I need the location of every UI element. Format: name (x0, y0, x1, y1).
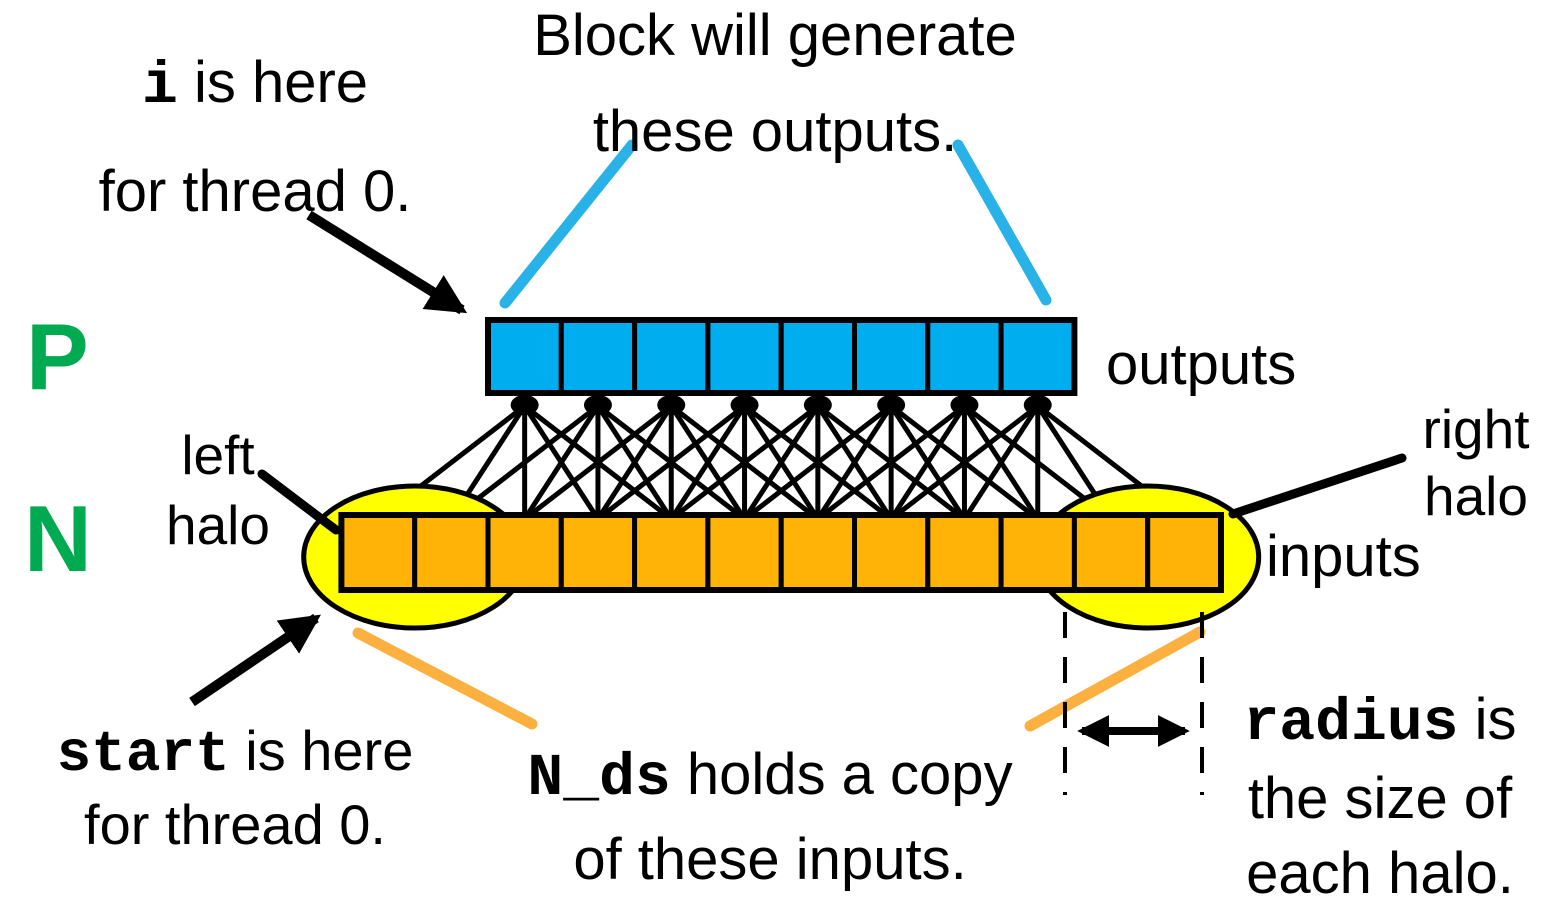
nds-note: N_ds holds a copy of these inputs. (470, 734, 1070, 901)
radius-note-line1: radius is (1243, 687, 1517, 757)
stencil-line-o3-i4 (669, 404, 747, 521)
stencil-line-o4-i4 (669, 404, 820, 521)
halo-input-cell-10 (1071, 512, 1151, 593)
nds-note-line2: of these inputs. (573, 827, 967, 892)
left-halo-pointer-line (257, 469, 341, 535)
nds-callout-line-left (352, 627, 538, 730)
stencil-dot-4 (803, 395, 832, 415)
stencil-dot-2 (657, 395, 686, 415)
stencil-line-o2-i2 (523, 404, 673, 521)
stencil-dot-1 (583, 395, 612, 415)
start-note-line1: start is here (56, 719, 414, 788)
stencil-connection-lines (376, 404, 1186, 521)
radius-variable: radius (1243, 689, 1459, 757)
nds-callout-line-right (1024, 626, 1206, 732)
output-cell-7 (998, 317, 1077, 396)
input-cell-5 (705, 512, 784, 593)
output-cell-3 (705, 317, 784, 396)
i-variable: i (141, 52, 178, 120)
radius-note-line3: each halo. (1246, 841, 1514, 902)
outputs-callout-line-right (952, 139, 1052, 306)
right-halo-pointer-line (1228, 453, 1407, 519)
stencil-line-o1-i2 (522, 404, 601, 521)
input-cell-9 (998, 512, 1077, 593)
input-array-border (338, 512, 1224, 593)
nds-note-line1: N_ds holds a copy (527, 742, 1013, 812)
stencil-line-o6-i6 (816, 404, 966, 521)
start-note: start is here for thread 0. (15, 716, 455, 859)
stencil-dot-0 (510, 395, 539, 415)
halo-input-cell-1 (412, 512, 491, 593)
stencil-line-o7-i7 (889, 404, 1040, 521)
output-array-border (485, 317, 1078, 396)
i-pointer-arrow (306, 210, 468, 315)
output-cell-6 (925, 317, 1004, 396)
output-cell-4 (778, 317, 858, 396)
start-pointer-arrow (189, 613, 321, 707)
radius-note: radius is the size of each halo. (1212, 682, 1548, 902)
halo-input-cell-11 (1145, 512, 1224, 593)
input-cell-3 (558, 512, 638, 593)
input-cell-8 (925, 512, 1004, 593)
right-halo-label: right halo (1422, 398, 1530, 527)
outputs-label: outputs (1106, 332, 1297, 397)
outputs-callout-line-left (499, 139, 638, 309)
input-cell-6 (778, 512, 858, 593)
stencil-dot-5 (877, 395, 906, 415)
output-cell-0 (485, 317, 564, 396)
i-note: i is here for thread 0. (45, 30, 465, 245)
input-cell-7 (852, 512, 931, 593)
output-array (485, 317, 1077, 396)
i-note-line1: i is here (141, 50, 369, 120)
output-cell-1 (558, 317, 638, 396)
block-note-line1: Block will generate (533, 3, 1017, 68)
nds-variable: N_ds (527, 744, 671, 812)
output-cell-5 (852, 317, 931, 396)
halo-input-cell-0 (338, 512, 418, 593)
stencil-dots (510, 391, 1052, 415)
stencil-dot-3 (730, 395, 759, 415)
input-cell-2 (485, 512, 564, 593)
stencil-line-o6-i7 (889, 404, 967, 521)
stencil-dot-6 (950, 395, 979, 415)
stencil-dot-7 (1023, 395, 1052, 415)
i-note-line2: for thread 0. (98, 159, 412, 224)
stencil-line-o5-i5 (743, 404, 893, 521)
stencil-line-o2-i3 (595, 404, 674, 521)
input-cell-4 (632, 512, 711, 593)
inputs-label: inputs (1266, 524, 1421, 589)
output-cell-2 (632, 317, 711, 396)
stencil-line-o3-i3 (596, 404, 747, 521)
n-array-label: N (24, 486, 92, 591)
radius-note-line2: the size of (1247, 766, 1513, 831)
stencil-line-o7-i8 (962, 404, 1040, 521)
stencil-line-o4-i5 (742, 404, 820, 521)
input-array (338, 512, 1224, 593)
block-note-line2: these outputs. (592, 99, 958, 164)
start-variable: start (56, 723, 230, 788)
left-halo-label: left halo (166, 424, 270, 556)
p-array-label: P (26, 304, 89, 409)
stencil-line-o5-i6 (815, 404, 894, 521)
start-note-line2: for thread 0. (84, 793, 386, 856)
block-note: Block will generate these outputs. (400, 0, 1150, 180)
